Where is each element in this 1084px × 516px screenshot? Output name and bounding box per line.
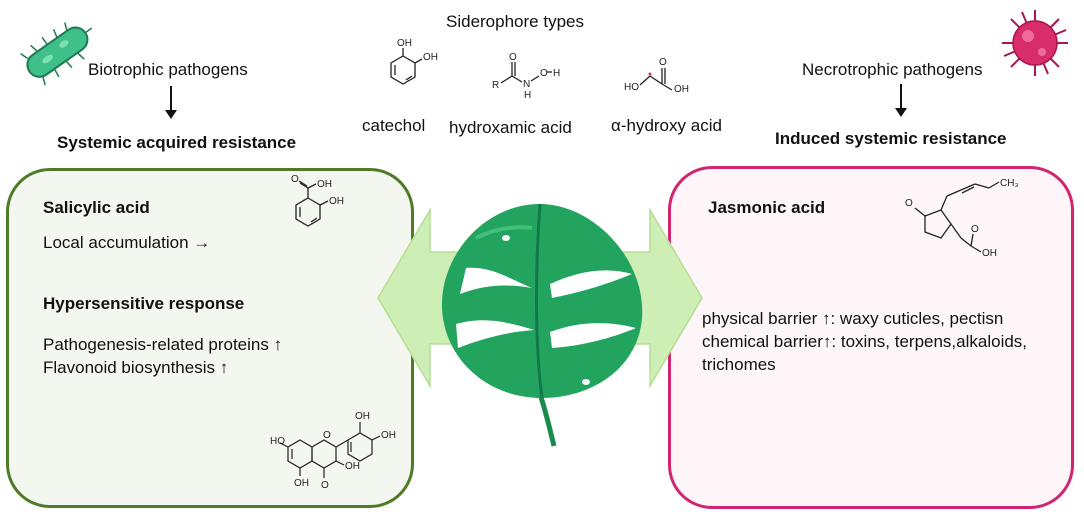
necrotrophic-label: Necrotrophic pathogens (802, 60, 983, 79)
biotrophic-label: Biotrophic pathogens (88, 60, 248, 79)
bacterium-icon (20, 22, 93, 86)
siderophore-title: Siderophore types (446, 12, 584, 31)
svg-text:HO: HO (624, 82, 639, 93)
alpha-hydroxy-acid-structure: HO O OH (624, 57, 689, 95)
sar-panel (6, 168, 414, 508)
svg-text:O: O (291, 174, 299, 185)
jasmonic-acid-title: Jasmonic acid (708, 198, 826, 217)
svg-text:OH: OH (381, 430, 396, 441)
svg-text:O: O (323, 430, 331, 441)
virus-icon (1002, 10, 1068, 76)
hypersensitive-title: Hypersensitive response (43, 294, 245, 313)
sar-title: Systemic acquired resistance (57, 133, 297, 152)
salicylic-acid-title: Salicylic acid (43, 198, 150, 217)
svg-text:O: O (321, 480, 329, 491)
svg-text:O: O (905, 198, 913, 209)
down-arrow-right (895, 84, 907, 117)
isr-panel (668, 166, 1074, 509)
svg-text:OH: OH (345, 461, 360, 472)
svg-text:OH: OH (317, 179, 332, 190)
svg-text:OH: OH (982, 248, 997, 259)
flavonoid-line: Flavonoid biosynthesis ↑ (43, 358, 229, 377)
catechol-structure: OH OH (390, 38, 438, 85)
svg-text:OH: OH (355, 411, 370, 422)
svg-text:O: O (659, 57, 667, 68)
svg-text:O: O (971, 224, 979, 235)
svg-text:HO: HO (270, 436, 285, 447)
jasmonic-acid-structure: O O OH CH₃ (905, 178, 1019, 259)
pr-proteins-line: Pathogenesis-related proteins ↑ (43, 335, 283, 354)
trichomes-line: trichomes (702, 355, 776, 374)
leaf-icon (441, 203, 643, 447)
chemical-barrier-line: chemical barrier↑: toxins, terpens,alkal… (702, 332, 1028, 351)
svg-text:OH: OH (397, 38, 412, 49)
salicylic-acid-structure: O OH OH (291, 174, 344, 227)
flavonoid-structure: HO OH O OH O OH OH (270, 411, 396, 491)
svg-text:OH: OH (294, 478, 309, 489)
svg-text:N: N (523, 79, 530, 90)
svg-text:OH: OH (423, 52, 438, 63)
svg-text:H: H (524, 90, 531, 101)
svg-text:OH: OH (329, 196, 344, 207)
svg-text:O: O (540, 68, 548, 79)
down-arrow-left (165, 86, 177, 119)
svg-text:H: H (553, 68, 560, 79)
svg-text:R: R (492, 80, 499, 91)
siderophore-catechol: catechol (362, 116, 426, 135)
siderophore-hydroxamic: hydroxamic acid (449, 118, 572, 137)
siderophore-alpha-hydroxy: α-hydroxy acid (611, 116, 722, 135)
isr-title: Induced systemic resistance (775, 129, 1007, 148)
svg-text:CH₃: CH₃ (1000, 178, 1019, 189)
physical-barrier-line: physical barrier ↑: waxy cuticles, pecti… (702, 309, 1004, 328)
svg-text:OH: OH (674, 84, 689, 95)
hydroxamic-acid-structure: R O N H O H (492, 52, 560, 101)
svg-text:O: O (509, 52, 517, 63)
local-accumulation: Local accumulation → (43, 233, 211, 252)
